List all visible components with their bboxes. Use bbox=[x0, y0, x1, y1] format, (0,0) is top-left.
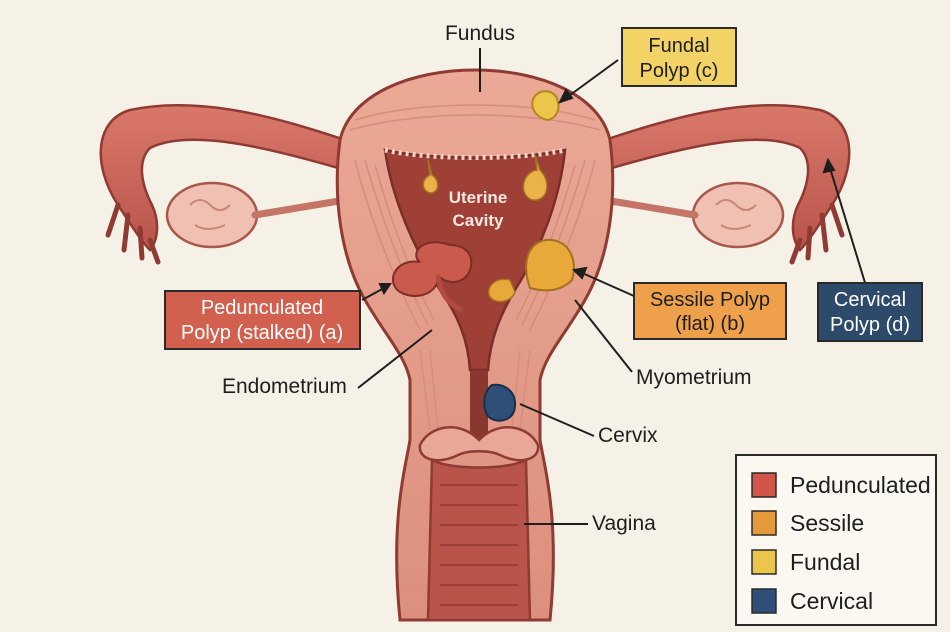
fundus-label: Fundus bbox=[445, 22, 515, 45]
pedunculated-polyp-callout: Pedunculated Polyp (stalked) (a) bbox=[164, 290, 361, 350]
legend-label-pedunculated: Pedunculated bbox=[790, 472, 931, 498]
right-fallopian-tube bbox=[603, 103, 851, 252]
cervical-polyp-callout: Cervical Polyp (d) bbox=[817, 282, 923, 342]
fundal-polyp-callout: Fundal Polyp (c) bbox=[621, 27, 737, 87]
legend-label-sessile: Sessile bbox=[790, 510, 864, 536]
cervix-label: Cervix bbox=[598, 424, 658, 447]
left-ovary bbox=[165, 181, 259, 249]
sessile-polyp-small bbox=[488, 278, 516, 303]
myometrium-fibers bbox=[349, 104, 601, 431]
myometrium-label: Myometrium bbox=[636, 366, 752, 389]
legend-swatch-cervical bbox=[751, 588, 777, 614]
left-fimbriae bbox=[105, 202, 161, 265]
sessile-callout-line2: (flat) (b) bbox=[675, 313, 745, 335]
pedunculated-polyp-a bbox=[391, 241, 473, 297]
legend-label-fundal: Fundal bbox=[790, 549, 860, 575]
uterine-cavity-label-2: Cavity bbox=[452, 211, 504, 230]
uterine-cavity-label-1: Uterine bbox=[449, 188, 508, 207]
right-ovary bbox=[691, 181, 785, 249]
cervical-callout-line1: Cervical bbox=[834, 289, 906, 311]
cervical-callout-line2: Polyp (d) bbox=[830, 314, 910, 336]
pedunculated-callout-line1: Pedunculated bbox=[201, 297, 323, 319]
endometrium-label: Endometrium bbox=[222, 375, 347, 398]
vaginal-rugae bbox=[440, 484, 518, 606]
callout-arrows bbox=[361, 59, 867, 301]
leader-lines bbox=[357, 48, 633, 525]
fundal-polyp-small bbox=[422, 159, 439, 194]
cervical-polyp-d bbox=[483, 383, 517, 422]
fundal-callout-line2: Polyp (c) bbox=[640, 60, 719, 82]
vagina bbox=[426, 457, 532, 622]
sessile-polyp-b bbox=[525, 238, 575, 292]
left-fallopian-tube bbox=[99, 103, 347, 252]
legend-swatch-fundal bbox=[751, 549, 777, 575]
right-fimbriae bbox=[789, 202, 845, 265]
cervical-canal bbox=[470, 370, 488, 448]
legend: Pedunculated Sessile Fundal Cervical bbox=[735, 454, 937, 626]
sessile-callout-line1: Sessile Polyp bbox=[650, 289, 770, 311]
legend-swatch-sessile bbox=[751, 510, 777, 536]
fundal-callout-line1: Fundal bbox=[648, 35, 709, 57]
vagina-label: Vagina bbox=[592, 512, 656, 535]
legend-swatch-pedunculated bbox=[751, 472, 777, 498]
pedunculated-stalk bbox=[435, 274, 464, 313]
fundal-polyp-hanging bbox=[522, 154, 548, 201]
legend-label-cervical: Cervical bbox=[790, 588, 873, 614]
cervix-lip bbox=[418, 426, 540, 462]
fundal-polyp-c bbox=[531, 90, 560, 122]
sessile-polyp-callout: Sessile Polyp (flat) (b) bbox=[633, 282, 787, 340]
pedunculated-callout-line2: Polyp (stalked) (a) bbox=[181, 322, 343, 344]
